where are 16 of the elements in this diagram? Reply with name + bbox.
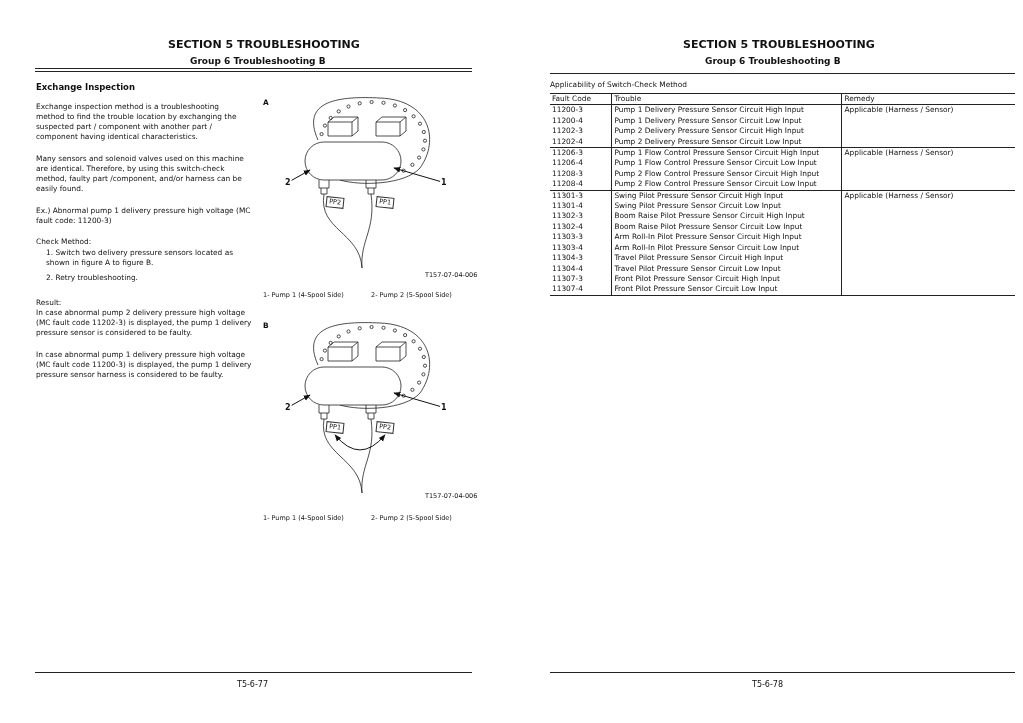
subheading: Exchange Inspection	[36, 82, 135, 92]
page-number: T5-6-77	[237, 680, 269, 690]
leader-line	[291, 394, 311, 406]
leader-line	[393, 392, 441, 407]
callout-number: 2	[285, 178, 291, 187]
page-number: T5-6-78	[752, 680, 784, 690]
section-heading: SECTION 5 TROUBLESHOOTING	[683, 38, 875, 51]
callout-number: 2	[285, 403, 291, 412]
callout-number: 1	[441, 403, 447, 412]
leader-line	[291, 169, 311, 181]
group-heading: Group 6 Troubleshooting B	[705, 55, 841, 68]
exchange-arrow	[334, 434, 386, 451]
callout-number: 1	[441, 178, 447, 187]
leader-line	[393, 167, 441, 182]
group-heading: Group 6 Troubleshooting B	[190, 55, 326, 68]
section-heading: SECTION 5 TROUBLESHOOTING	[168, 38, 360, 51]
